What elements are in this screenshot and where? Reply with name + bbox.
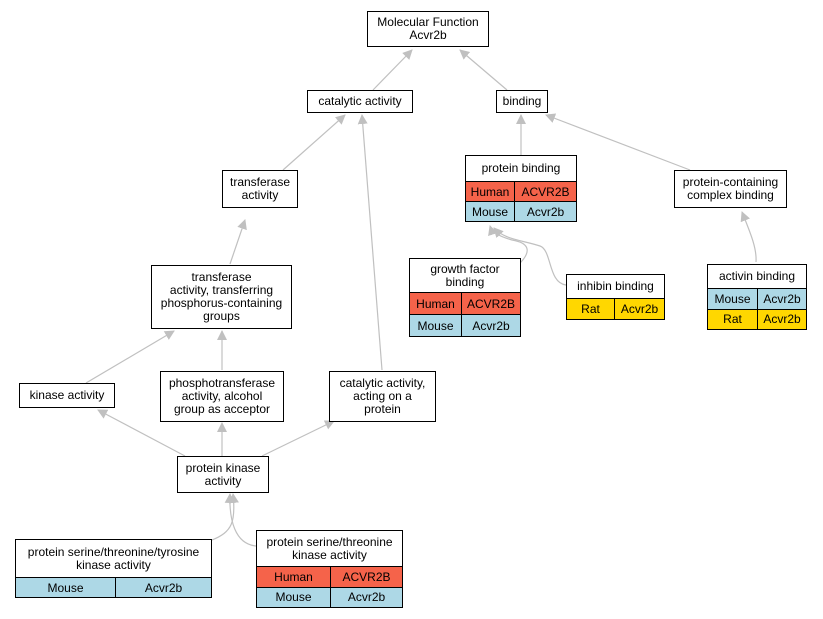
go-term-title: growth factor binding (430, 261, 500, 289)
edge-pk-to-kinase (97, 409, 186, 457)
edge-gf-binding-to-protein-binding (488, 225, 528, 266)
gene-cell: Acvr2b (514, 202, 576, 221)
edge-pstk-to-pk (224, 493, 257, 547)
go-term-title: catalytic activity (318, 94, 402, 108)
go-term-pk: protein kinase activity (177, 456, 269, 493)
go-term-title: protein serine/threonine/tyrosine kinase… (27, 544, 200, 572)
species-cell: Mouse (47, 580, 84, 595)
gene-cell: ACVR2B (330, 567, 402, 587)
species-cell: Rat (581, 302, 600, 316)
gene-cell: Acvr2b (757, 309, 806, 329)
gene-cell: Acvr2b (614, 299, 664, 319)
annotation-row: Rat Acvr2b (708, 308, 806, 329)
species-cell: Mouse (275, 590, 312, 605)
go-term-title: inhibin binding (577, 279, 654, 293)
go-term-title: catalytic activity, acting on a protein (339, 376, 426, 416)
go-term-kinase: kinase activity (19, 383, 115, 408)
edge-transferase-phos-to-transferase (229, 219, 247, 265)
go-term-complex-binding: protein-containing complex binding (674, 170, 787, 208)
species-cell: Human (416, 296, 455, 311)
go-term-title: activin binding (718, 269, 796, 283)
species-cell: Human (274, 569, 313, 584)
go-term-catalytic: catalytic activity (307, 90, 413, 113)
go-term-title: phosphotransferase activity, alcohol gro… (168, 376, 276, 416)
edge-kinase-to-transferase-phos (85, 330, 175, 384)
gene-cell: Acvr2b (330, 587, 402, 607)
go-term-transferase: transferase activity (222, 170, 298, 208)
go-term-title: transferase activity (229, 175, 291, 202)
gene-cell: ACVR2B (461, 293, 520, 314)
annotation-row: Human ACVR2B (410, 292, 520, 314)
species-cell: Rat (723, 312, 742, 327)
go-term-title: protein serine/threonine kinase activity (266, 534, 393, 562)
go-term-phosphotrans: phosphotransferase activity, alcohol gro… (160, 371, 284, 422)
edge-complex-binding-to-binding (545, 113, 691, 171)
gene-cell: ACVR2B (514, 182, 576, 201)
species-cell: Mouse (417, 318, 454, 333)
go-term-pstk: protein serine/threonine kinase activity… (256, 530, 403, 608)
go-term-pstyk: protein serine/threonine/tyrosine kinase… (15, 539, 212, 598)
edge-catalytic-to-mf (372, 49, 413, 91)
annotation-row: Mouse Acvr2b (410, 314, 520, 336)
annotation-row: Mouse Acvr2b (466, 201, 576, 221)
go-term-binding: binding (496, 90, 548, 113)
edge-inhibin-to-protein-binding (493, 227, 567, 286)
go-term-title: protein kinase activity (185, 460, 261, 488)
edge-transferase-to-catalytic (282, 114, 346, 171)
go-term-title: transferase activity, transferring phosp… (160, 270, 283, 323)
go-term-title: Molecular Function Acvr2b (377, 15, 479, 42)
edge-cat-protein-to-catalytic (357, 114, 383, 371)
annotation-row: Mouse Acvr2b (708, 288, 806, 309)
edge-pk-to-cat-protein (261, 420, 335, 457)
go-term-title: binding (502, 94, 542, 108)
annotation-row: Rat Acvr2b (567, 298, 664, 319)
go-term-title: protein-containing complex binding (682, 175, 779, 202)
go-term-mf: Molecular Function Acvr2b (367, 11, 489, 47)
edge-activin-to-complex-binding (740, 211, 757, 263)
annotation-row: Mouse Acvr2b (16, 577, 211, 597)
gene-cell: Acvr2b (115, 578, 211, 597)
annotation-row: Human ACVR2B (257, 566, 402, 587)
species-cell: Mouse (471, 204, 509, 219)
annotation-row: Mouse Acvr2b (257, 586, 402, 607)
species-cell: Human (470, 184, 510, 199)
edge-pstyk-to-pk (211, 493, 239, 541)
annotation-row: Human ACVR2B (466, 181, 576, 201)
go-term-title: protein binding (481, 161, 561, 175)
go-term-title: kinase activity (29, 388, 105, 402)
gene-cell: Acvr2b (461, 315, 520, 336)
go-term-transferase-phos: transferase activity, transferring phosp… (151, 265, 292, 329)
edge-binding-to-mf (459, 49, 508, 91)
species-cell: Mouse (714, 291, 751, 306)
go-term-cat-protein: catalytic activity, acting on a protein (329, 371, 436, 422)
gene-cell: Acvr2b (757, 289, 806, 309)
